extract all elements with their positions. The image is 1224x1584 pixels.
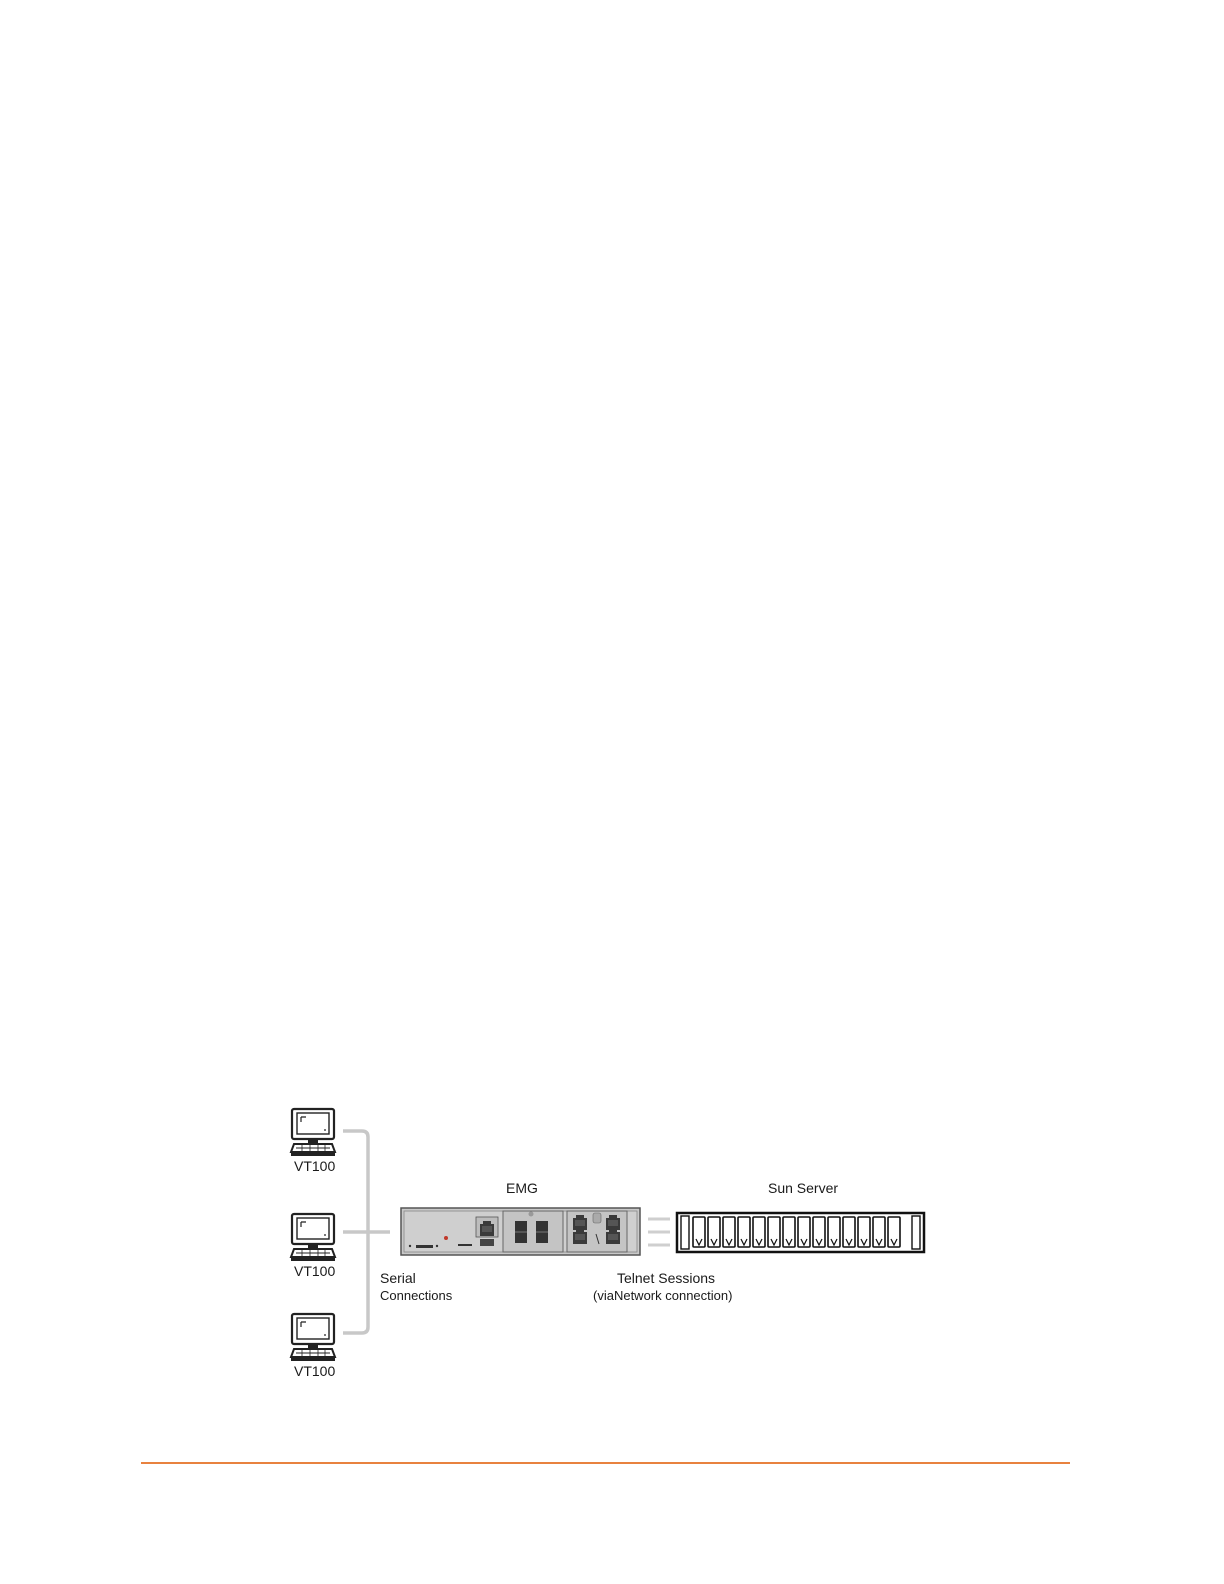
emg-device [401, 1208, 640, 1255]
vt100-label: VT100 [294, 1157, 335, 1175]
sun-server-label: Sun Server [768, 1179, 838, 1197]
sun-server-device [677, 1213, 924, 1252]
emg-label: EMG [506, 1179, 538, 1197]
vt100-terminal-icon [291, 1109, 335, 1156]
footer-rule [141, 1462, 1070, 1464]
serial-connections-label-line2: Connections [380, 1287, 452, 1305]
vt100-terminal-icon [291, 1214, 335, 1261]
vt100-label: VT100 [294, 1362, 335, 1380]
telnet-sessions-label-line2: (viaNetwork connection) [593, 1287, 732, 1305]
telnet-sessions-label-line1: Telnet Sessions [617, 1269, 715, 1287]
vt100-terminal-icon [291, 1314, 335, 1361]
network-connector-lines [648, 1219, 670, 1245]
serial-connections-label-line1: Serial [380, 1269, 416, 1287]
vt100-label: VT100 [294, 1262, 335, 1280]
